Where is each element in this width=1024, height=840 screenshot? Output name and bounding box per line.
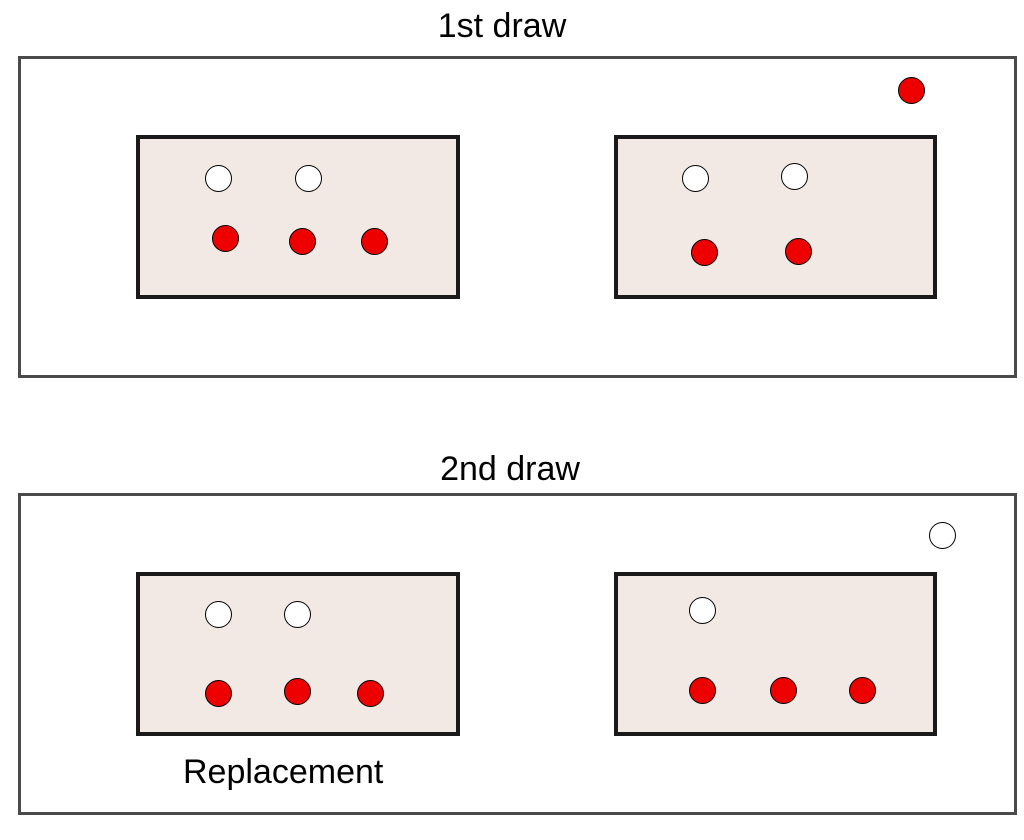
- drawn-ball-2: [928, 521, 956, 549]
- white-ball: [283, 600, 311, 628]
- draw-1-urn-1: [136, 135, 460, 299]
- replacement-caption: Replacement: [183, 753, 384, 791]
- red-ball: [769, 676, 797, 704]
- white-ball: [204, 164, 232, 192]
- draw-1-urn-2: [614, 135, 937, 299]
- white-ball: [294, 164, 322, 192]
- red-ball: [360, 227, 388, 255]
- red-ball: [688, 676, 716, 704]
- draw-2-title: 2nd draw: [440, 450, 580, 488]
- red-ball: [283, 677, 311, 705]
- red-ball: [690, 238, 718, 266]
- red-ball: [288, 227, 316, 255]
- red-ball: [356, 679, 384, 707]
- white-ball: [688, 596, 716, 624]
- red-ball: [204, 679, 232, 707]
- white-ball: [204, 600, 232, 628]
- red-ball: [784, 237, 812, 265]
- draw-2-urn-1: [136, 572, 460, 736]
- draw-1-title: 1st draw: [437, 7, 567, 45]
- red-ball: [848, 676, 876, 704]
- drawn-ball-1: [897, 76, 925, 104]
- white-ball: [681, 164, 709, 192]
- red-ball: [211, 224, 239, 252]
- draw-2-urn-2: [614, 572, 937, 736]
- white-ball: [780, 162, 808, 190]
